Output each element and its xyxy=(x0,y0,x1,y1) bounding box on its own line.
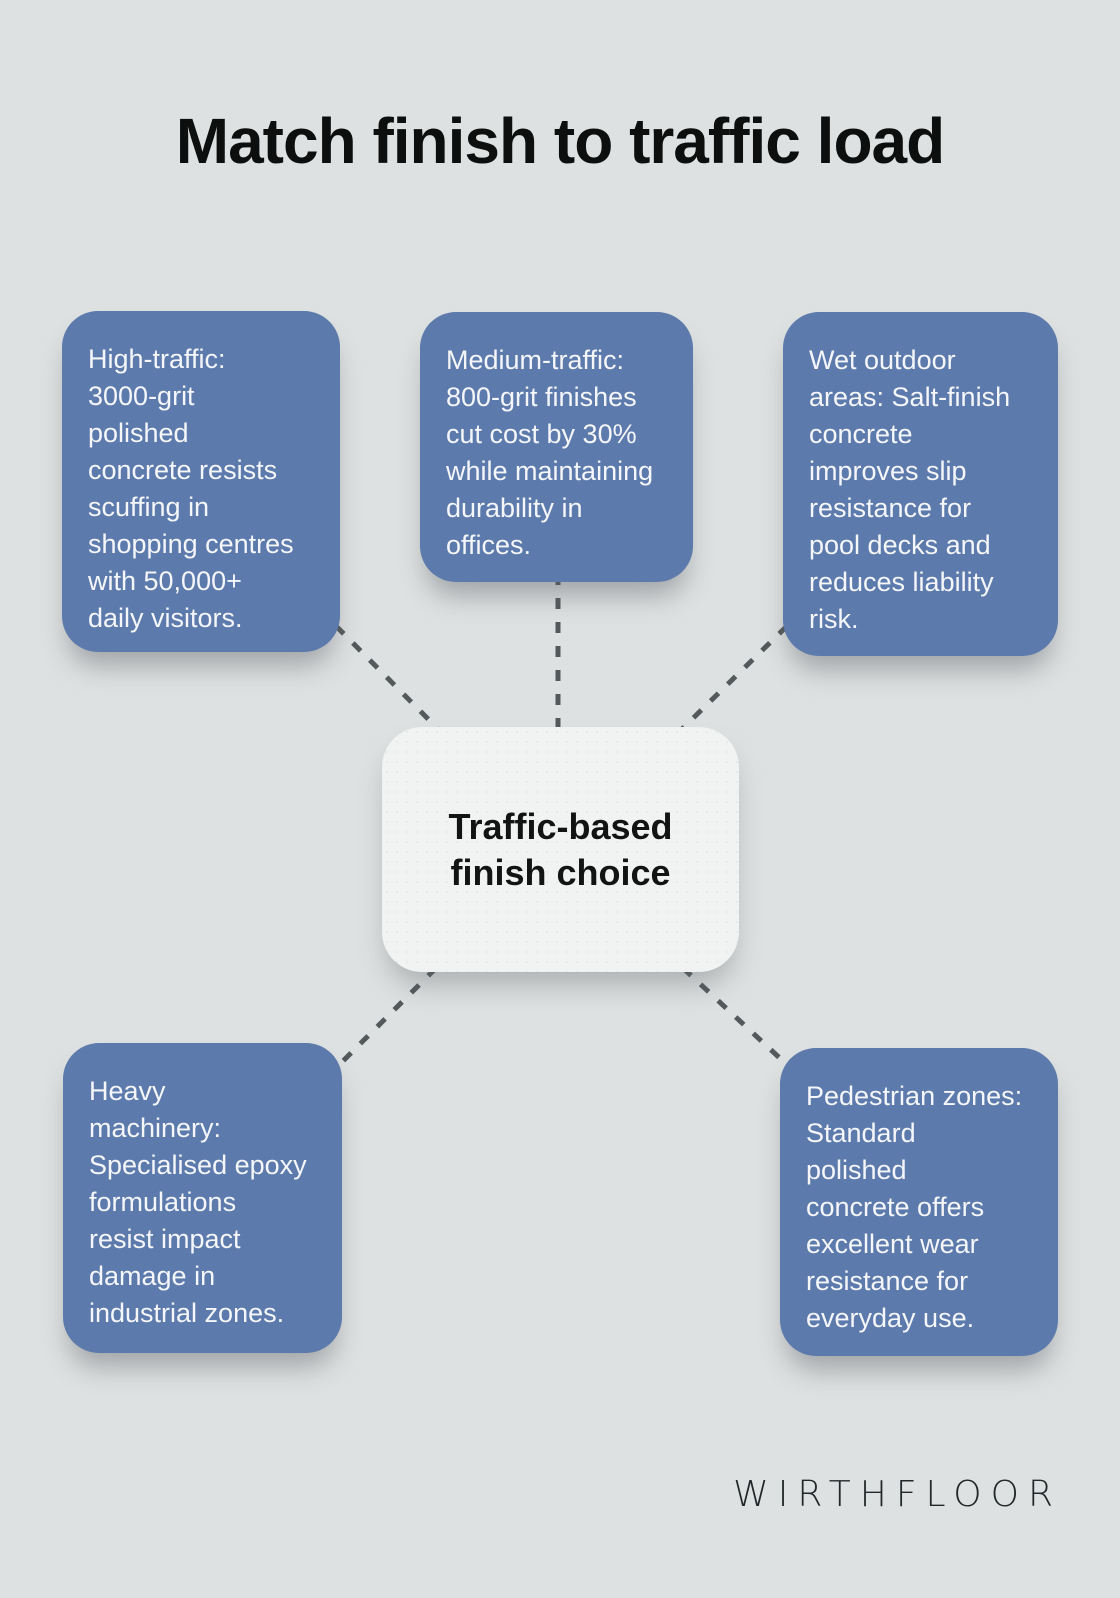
node-heavy-machinery: Heavy machinery: Specialised epoxy formu… xyxy=(63,1043,342,1353)
node-medium-traffic-text: Medium-traffic: 800-grit finishes cut co… xyxy=(446,345,654,560)
node-wet-outdoor-areas-text: Wet outdoor areas: Salt-finish concrete … xyxy=(809,345,1011,634)
connector-wet-outdoor-areas xyxy=(678,624,789,733)
connector-heavy-machinery xyxy=(340,966,438,1064)
center-node: Traffic-based finish choice xyxy=(382,727,739,972)
node-heavy-machinery-text: Heavy machinery: Specialised epoxy formu… xyxy=(89,1076,307,1328)
center-node-label: Traffic-based finish choice xyxy=(448,805,673,893)
connector-high-traffic xyxy=(334,624,442,733)
connector-pedestrian-zones xyxy=(681,966,786,1064)
node-high-traffic: High-traffic: 3000-grit polished concret… xyxy=(62,311,340,652)
node-wet-outdoor-areas: Wet outdoor areas: Salt-finish concrete … xyxy=(783,312,1058,656)
node-pedestrian-zones: Pedestrian zones: Standard polished conc… xyxy=(780,1048,1058,1356)
node-high-traffic-text: High-traffic: 3000-grit polished concret… xyxy=(88,344,294,633)
node-medium-traffic: Medium-traffic: 800-grit finishes cut co… xyxy=(420,312,693,582)
node-pedestrian-zones-text: Pedestrian zones: Standard polished conc… xyxy=(806,1081,1023,1333)
brand-logo: WIRTHFLOOR xyxy=(733,1474,1062,1515)
page-title: Match finish to traffic load xyxy=(175,105,945,177)
